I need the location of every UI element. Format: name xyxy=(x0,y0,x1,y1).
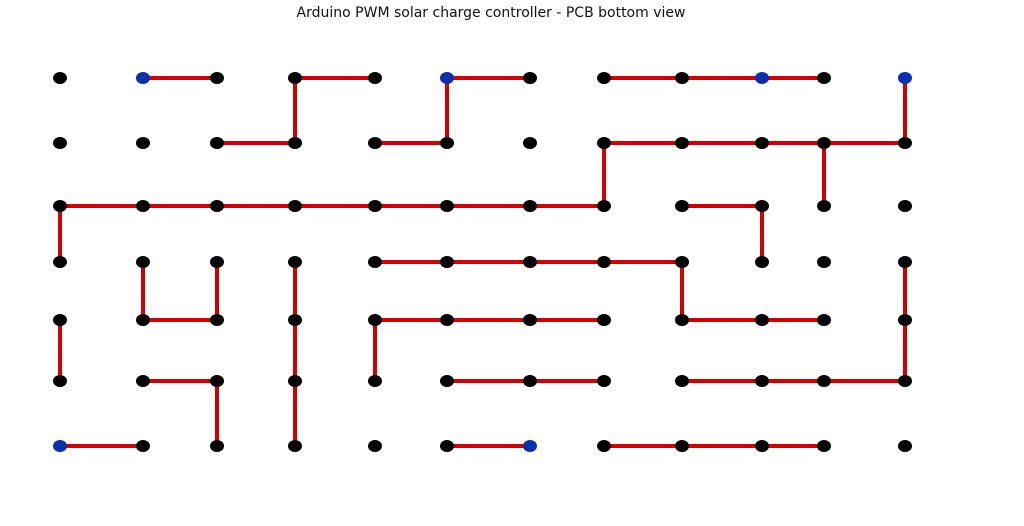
pad xyxy=(288,137,302,149)
pad xyxy=(597,72,611,84)
pad xyxy=(523,375,537,387)
pad xyxy=(210,314,224,326)
pad xyxy=(136,314,150,326)
pad xyxy=(368,72,382,84)
pad xyxy=(368,200,382,212)
pads-layer xyxy=(53,72,912,452)
pad xyxy=(368,137,382,149)
pad xyxy=(675,72,689,84)
pad xyxy=(898,137,912,149)
pad xyxy=(817,137,831,149)
pad xyxy=(755,440,769,452)
pad xyxy=(675,440,689,452)
pad xyxy=(53,314,67,326)
pad xyxy=(136,375,150,387)
pad xyxy=(368,256,382,268)
pad xyxy=(817,200,831,212)
pad xyxy=(898,256,912,268)
pad xyxy=(210,256,224,268)
pad xyxy=(288,256,302,268)
pad xyxy=(597,314,611,326)
pad xyxy=(898,200,912,212)
pad xyxy=(288,72,302,84)
pad xyxy=(210,200,224,212)
pad xyxy=(817,314,831,326)
page-title: Arduino PWM solar charge controller - PC… xyxy=(296,5,686,21)
pad xyxy=(136,440,150,452)
pad xyxy=(368,440,382,452)
pad xyxy=(523,72,537,84)
pad-highlighted xyxy=(755,72,769,84)
pad xyxy=(53,375,67,387)
pad xyxy=(597,440,611,452)
pad xyxy=(755,314,769,326)
pad xyxy=(136,200,150,212)
pad xyxy=(597,200,611,212)
pad xyxy=(288,375,302,387)
pad xyxy=(440,200,454,212)
pad xyxy=(288,314,302,326)
pad-highlighted xyxy=(440,72,454,84)
pad xyxy=(210,72,224,84)
pad xyxy=(53,72,67,84)
pad xyxy=(368,375,382,387)
pad xyxy=(440,256,454,268)
pad xyxy=(523,256,537,268)
pad xyxy=(898,440,912,452)
pad xyxy=(53,256,67,268)
pad xyxy=(755,256,769,268)
pad xyxy=(288,200,302,212)
pad-highlighted xyxy=(53,440,67,452)
pad xyxy=(755,200,769,212)
pad xyxy=(136,256,150,268)
pad xyxy=(210,440,224,452)
pad xyxy=(53,137,67,149)
pad xyxy=(210,375,224,387)
pad xyxy=(817,375,831,387)
pad xyxy=(675,200,689,212)
pad xyxy=(817,256,831,268)
pad xyxy=(817,72,831,84)
pad xyxy=(675,375,689,387)
pad xyxy=(898,314,912,326)
pad xyxy=(675,314,689,326)
pad xyxy=(898,375,912,387)
pad-highlighted xyxy=(523,440,537,452)
pad-highlighted xyxy=(136,72,150,84)
pad xyxy=(440,314,454,326)
pad xyxy=(597,137,611,149)
pad xyxy=(53,200,67,212)
pad xyxy=(288,440,302,452)
pad xyxy=(440,375,454,387)
pad xyxy=(210,137,224,149)
pad xyxy=(136,137,150,149)
pad xyxy=(597,375,611,387)
pad xyxy=(675,137,689,149)
pad xyxy=(597,256,611,268)
pad xyxy=(523,314,537,326)
pad xyxy=(440,440,454,452)
pad xyxy=(675,256,689,268)
pad-highlighted xyxy=(898,72,912,84)
pad xyxy=(755,137,769,149)
pad xyxy=(368,314,382,326)
pad xyxy=(440,137,454,149)
pad xyxy=(755,375,769,387)
pad xyxy=(523,137,537,149)
pad xyxy=(523,200,537,212)
traces-layer xyxy=(58,76,907,448)
pad xyxy=(817,440,831,452)
